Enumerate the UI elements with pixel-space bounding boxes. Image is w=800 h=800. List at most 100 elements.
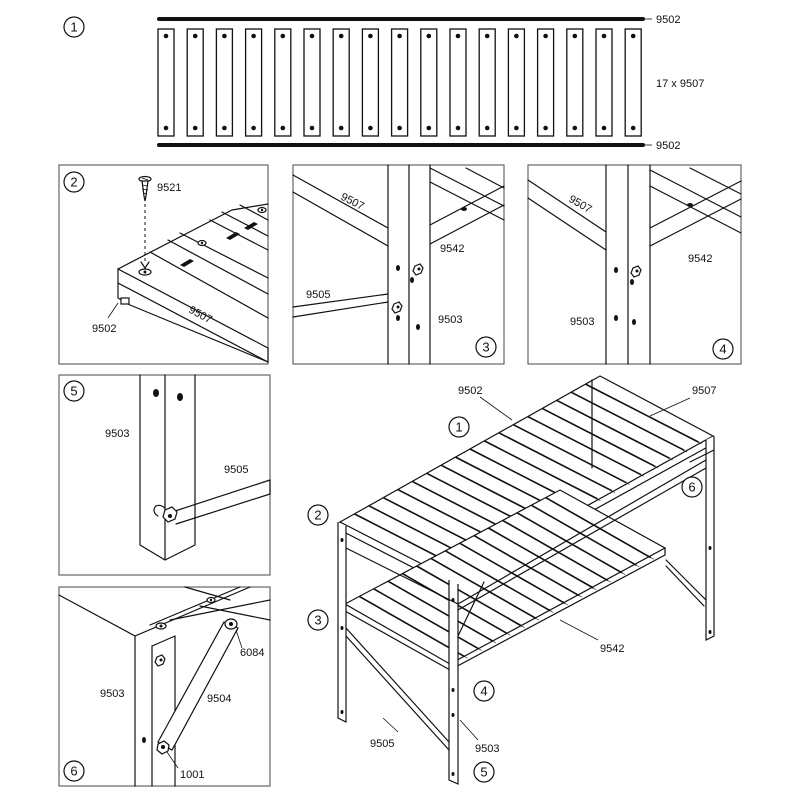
label-9542-step4: 9542 [688,253,712,265]
main-step-2-badge [307,504,329,526]
leader-9542-main [559,619,599,641]
main-step-6-number: 6 [688,480,695,495]
step-1-number: 1 [70,20,77,35]
label-6084: 6084 [240,647,264,659]
main-step-2-number: 2 [314,508,321,523]
step-5-number: 5 [70,384,77,399]
bottom-shelf-slat-edge [462,544,568,606]
top-shelf-slat-edge [573,393,688,453]
label-1001: 1001 [180,769,204,781]
slat-9507 [215,28,234,137]
bottom-shelf-slat-edge [476,537,583,598]
slat-9507 [390,28,409,137]
step-4-frame [527,164,742,365]
label-9542-main: 9542 [600,643,624,655]
slat-9507 [157,28,175,137]
label-9507-quantity: 17 x 9507 [656,78,704,90]
leader-9507-main [649,397,691,417]
main-step-5-badge [473,761,495,783]
top-shelf-slat-edge [516,426,630,485]
bottom-shelf-slat-edge [376,590,482,651]
label-9503-step6: 9503 [100,688,124,700]
label-9505-step5: 9505 [224,464,248,476]
label-9505-step3: 9505 [306,289,330,301]
screw-icon [138,175,152,202]
step-5-badge [63,380,85,402]
slat-9507 [332,28,350,137]
assembled-table-view: 9502 9507 9542 9505 9503 1 2 3 4 5 6 [307,375,716,785]
bottom-shelf-slat-edge [433,559,540,621]
table-braces [345,449,715,751]
label-9502-bottom: 9502 [656,140,680,152]
top-shelf-slat-edge [501,434,616,493]
label-9503-step3: 9503 [438,314,462,326]
bottom-shelf-slat-edge [390,582,497,644]
label-9505-main: 9505 [370,738,394,750]
top-shelf-slat-edge [487,442,601,501]
label-9502-main: 9502 [458,385,482,397]
label-9502-top: 9502 [656,14,680,26]
step-2-badge [63,171,85,193]
main-step-4-number: 4 [480,684,487,699]
slat-9507 [420,28,438,137]
label-9507-step3: 9507 [339,191,366,213]
slat-9507 [274,28,292,137]
slat-9507 [361,28,380,137]
label-9507-step4: 9507 [567,193,594,216]
step-3-badge [475,336,497,358]
step-2-number: 2 [70,175,77,190]
slat-9507 [595,28,613,137]
slat-9507 [449,28,467,137]
step-3-number: 3 [482,340,489,355]
leader-9505-main [382,717,399,733]
bottom-shelf-slat-edge [448,552,554,613]
main-step-1-number: 1 [455,420,462,435]
step-3-frame [292,164,505,365]
step-6-badge [63,760,85,782]
leader-6084 [235,629,243,649]
step-2-frame [58,164,269,365]
step-4-number: 4 [719,342,726,357]
label-9502-step2: 9502 [92,323,116,335]
step-2-panel: 2 9521 [58,164,269,365]
label-9503-main: 9503 [475,743,499,755]
diagonal-support-detail [58,586,271,787]
main-step-4-badge [473,680,495,702]
main-step-3-badge [307,609,329,631]
main-step-3-number: 3 [314,613,321,628]
top-shelf-slat-edge [545,409,659,469]
step-4-panel: 4 9507 9542 9503 [527,164,742,365]
slat-row [157,28,642,137]
leader-9502-main [479,396,513,421]
slat-9507 [303,28,321,137]
slat-9507 [478,28,496,137]
main-step-1-badge [448,416,470,438]
bottom-shelf-slat-edge [491,529,597,590]
top-shelf-slat-edge [530,417,644,477]
shelf-corner-detail-3 [292,164,505,365]
label-9504: 9504 [207,693,231,705]
label-9503-step5: 9503 [105,428,129,440]
leader-9502-step2 [107,302,119,319]
label-9521: 9521 [157,182,181,194]
main-step-5-number: 5 [480,765,487,780]
label-9503-step4: 9503 [570,316,594,328]
rail-with-slats-detail [117,203,269,363]
table-legs [337,379,715,785]
step-6-panel: 6 6084 9503 9504 [58,586,271,787]
label-9507-main: 9507 [692,385,716,397]
step-5-panel: 5 9503 9505 [58,374,271,576]
bottom-shelf-slat-edge [548,499,654,560]
slat-9507 [186,28,204,137]
step-1-badge [63,16,85,38]
slat-9507 [566,28,584,137]
bottom-shelf-slat-edge [419,567,525,628]
side-rail-top [157,17,645,21]
step-6-frame [58,586,271,787]
slat-9507 [536,28,555,137]
leader-9503-main [459,719,479,741]
slat-9507 [624,28,642,137]
arrow-down-icon [140,261,150,269]
side-rail-bottom [157,143,645,147]
